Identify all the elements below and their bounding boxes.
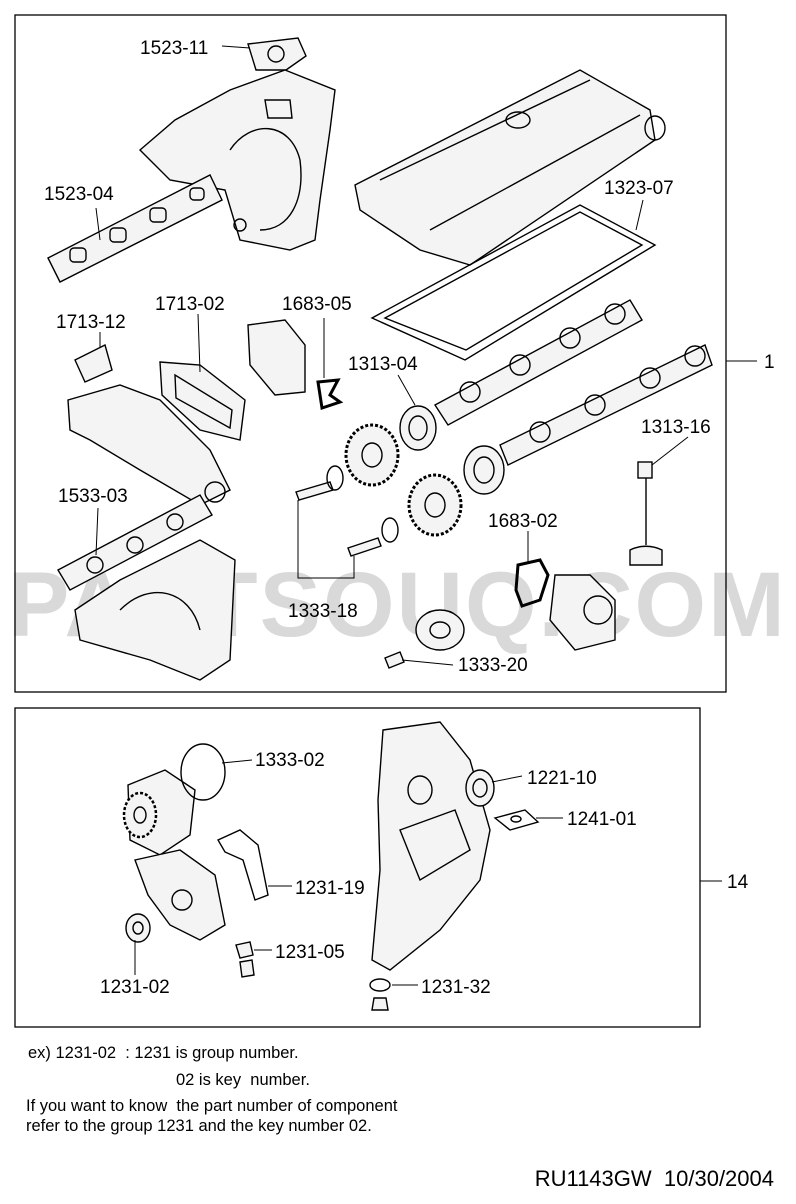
oil-pan-front-cover[interactable] bbox=[371, 721, 491, 971]
oil-pump[interactable] bbox=[134, 849, 226, 941]
leader-1313-16 bbox=[651, 436, 689, 466]
callout-1333-20[interactable]: 1333-20 bbox=[458, 655, 528, 676]
seal-1683-05[interactable] bbox=[316, 378, 344, 410]
drain-plug-washer-1231-32[interactable] bbox=[369, 978, 391, 1011]
timing-belt-cover-part[interactable] bbox=[247, 319, 306, 396]
callout-1713-02[interactable]: 1713-02 bbox=[155, 294, 225, 315]
note-instruction-line-1: If you want to know the part number of c… bbox=[26, 1097, 398, 1115]
leader-1333-02 bbox=[221, 759, 253, 764]
camshaft-gear-lower[interactable] bbox=[407, 473, 463, 537]
water-outlet-1713-12[interactable] bbox=[74, 343, 113, 383]
head-cover-gasket-1323-07[interactable] bbox=[370, 204, 657, 361]
callout-1231-05[interactable]: 1231-05 bbox=[275, 942, 345, 963]
front-seal-1221-10[interactable] bbox=[465, 769, 495, 807]
callout-1231-32[interactable]: 1231-32 bbox=[421, 977, 491, 998]
intake-manifold[interactable] bbox=[138, 69, 336, 251]
callout-1523-04[interactable]: 1523-04 bbox=[44, 184, 114, 205]
camshaft-lower[interactable] bbox=[499, 344, 713, 466]
relief-valve-1231-05[interactable] bbox=[235, 941, 255, 978]
callout-1333-18[interactable]: 1333-18 bbox=[288, 601, 358, 622]
leader-1333-20 bbox=[401, 659, 454, 666]
diagram-code: RU1143GW bbox=[534, 1166, 652, 1191]
camshaft-upper[interactable] bbox=[433, 299, 643, 426]
note-key-number-line: 02 is key number. bbox=[176, 1071, 310, 1089]
valve-1313-16[interactable] bbox=[629, 461, 663, 566]
note-example-line: ex) 1231-02 : 1231 is group number. bbox=[28, 1044, 299, 1062]
callout-1533-03[interactable]: 1533-03 bbox=[58, 486, 128, 507]
callout-1333-02[interactable]: 1333-02 bbox=[255, 750, 325, 771]
leader-1323-07 bbox=[635, 199, 644, 231]
oil-filter-adapter-1231-02[interactable] bbox=[125, 913, 151, 943]
diagram-footer: RU1143GW 10/30/2004 bbox=[535, 1166, 774, 1192]
gasket-1683-02[interactable] bbox=[514, 558, 550, 608]
upper-group-frame bbox=[14, 14, 727, 693]
diagram-date: 10/30/2004 bbox=[663, 1166, 774, 1191]
exhaust-manifold-gasket-1523-04[interactable] bbox=[47, 174, 223, 283]
callout-1323-07[interactable]: 1323-07 bbox=[604, 178, 674, 199]
thermostat-housing[interactable] bbox=[67, 384, 231, 506]
camshaft-seal-1313-04[interactable] bbox=[399, 405, 437, 451]
leader-1523-11 bbox=[221, 45, 251, 49]
callout-1683-02[interactable]: 1683-02 bbox=[488, 511, 558, 532]
oil-pump-gasket-1231-19[interactable] bbox=[217, 829, 269, 901]
note-instruction-line-2: refer to the group 1231 and the key numb… bbox=[26, 1117, 372, 1135]
callout-1523-11[interactable]: 1523-11 bbox=[140, 38, 208, 59]
gasket-1241-01[interactable] bbox=[493, 809, 540, 831]
callout-1241-01[interactable]: 1241-01 bbox=[567, 809, 637, 830]
leader-1333-18 bbox=[297, 500, 355, 579]
leader-1533-03 bbox=[95, 507, 99, 556]
callout-1313-04[interactable]: 1313-04 bbox=[348, 354, 418, 375]
leader-1523-04 bbox=[95, 207, 101, 241]
leader-1221-10 bbox=[491, 775, 523, 783]
camshaft-gear-upper[interactable] bbox=[344, 423, 400, 487]
tensioner-1333-20[interactable] bbox=[384, 609, 465, 669]
group-label-14[interactable]: 14 bbox=[727, 872, 749, 893]
cylinder-head-cover[interactable] bbox=[354, 69, 666, 266]
water-pump-o-ring-1333-02[interactable] bbox=[180, 743, 226, 801]
callout-1231-02[interactable]: 1231-02 bbox=[100, 977, 170, 998]
callout-1713-12[interactable]: 1713-12 bbox=[56, 312, 126, 333]
leader-1313-04 bbox=[397, 374, 416, 406]
callout-1231-19[interactable]: 1231-19 bbox=[295, 878, 365, 899]
callout-1221-10[interactable]: 1221-10 bbox=[527, 768, 597, 789]
lower-group-frame bbox=[14, 707, 701, 1028]
water-pump[interactable] bbox=[122, 769, 196, 856]
callout-1683-05[interactable]: 1683-05 bbox=[282, 294, 352, 315]
gear-bolts-1333-18[interactable] bbox=[295, 465, 399, 557]
group-label-1[interactable]: 1 bbox=[764, 352, 775, 373]
intake-manifold-gasket-1523-11[interactable] bbox=[247, 37, 307, 71]
exhaust-manifold-gasket-1533-03[interactable] bbox=[57, 494, 213, 591]
water-pump-housing[interactable] bbox=[549, 574, 616, 651]
callout-1313-16[interactable]: 1313-16 bbox=[641, 417, 711, 438]
leader-1713-02 bbox=[197, 313, 201, 373]
exhaust-manifold[interactable] bbox=[74, 539, 236, 681]
camshaft-seal-lower[interactable] bbox=[463, 445, 505, 495]
